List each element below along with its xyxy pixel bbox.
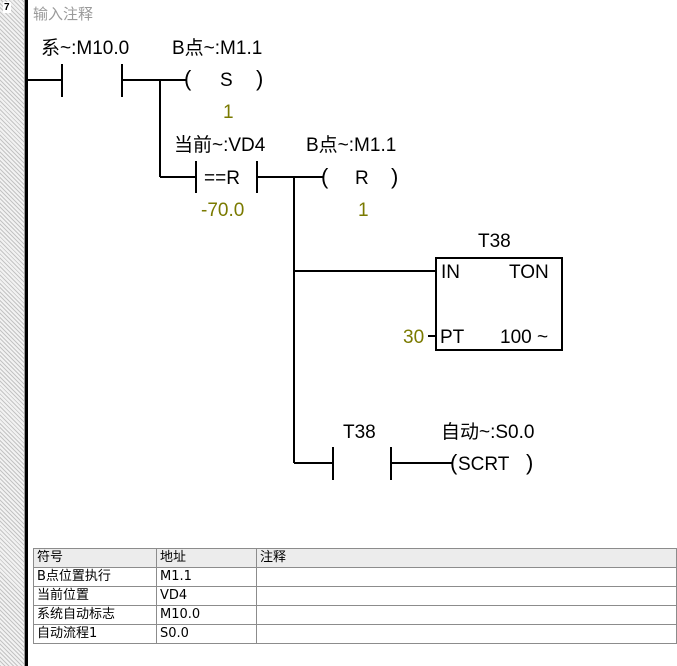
t38-contact-symbol: T38: [343, 422, 376, 443]
contact-sys-auto[interactable]: [56, 62, 128, 99]
network-comment[interactable]: 输入注释: [33, 5, 94, 23]
timer-in-label: IN: [441, 262, 460, 283]
coil-left-paren: (: [321, 164, 329, 189]
coil-left-paren: (: [184, 66, 192, 91]
cell-comment[interactable]: [256, 586, 677, 606]
contact2-symbol: B点~:M1.1: [172, 37, 262, 59]
timer-pt-value: 30: [403, 327, 424, 348]
network-gutter: 7: [0, 0, 25, 666]
scrt-coil-label: SCRT: [458, 454, 510, 475]
coil-right-paren: ): [391, 164, 398, 189]
compare-op[interactable]: ==R: [204, 168, 240, 189]
set-coil[interactable]: ( S ): [184, 66, 263, 91]
scrt-coil-symbol: 自动~:S0.0: [441, 421, 534, 443]
symbol-table: 符号 地址 注释 B点位置执行 M1.1 当前位置 VD4 系统自动标志 M10…: [33, 548, 677, 644]
cell-address[interactable]: VD4: [156, 586, 257, 606]
coil-left-paren: (: [450, 450, 458, 475]
table-row[interactable]: 当前位置 VD4: [33, 586, 677, 606]
table-row[interactable]: B点位置执行 M1.1: [33, 567, 677, 587]
reset-coil[interactable]: ( R ): [321, 164, 398, 189]
cell-comment[interactable]: [256, 624, 677, 644]
table-row[interactable]: 系统自动标志 M10.0: [33, 605, 677, 625]
compare-value: -70.0: [201, 200, 244, 221]
cell-address[interactable]: M1.1: [156, 567, 257, 587]
header-address[interactable]: 地址: [156, 548, 257, 568]
cell-comment[interactable]: [256, 605, 677, 625]
scrt-coil[interactable]: ( SCRT ): [450, 450, 533, 475]
cell-comment[interactable]: [256, 567, 677, 587]
reset-coil-symbol: B点~:M1.1: [306, 134, 396, 156]
cell-symbol[interactable]: B点位置执行: [33, 567, 157, 587]
cell-address[interactable]: S0.0: [156, 624, 257, 644]
symbol-table-header: 符号 地址 注释: [33, 548, 677, 568]
t38-contact[interactable]: [328, 445, 396, 482]
timer-resolution: 100 ~: [500, 327, 548, 348]
reset-coil-label: R: [355, 168, 369, 189]
cell-symbol[interactable]: 当前位置: [33, 586, 157, 606]
compare-operand: 当前~:VD4: [174, 134, 266, 156]
ladder-diagram: 系~:M10.0 B点~:M1.1 ( S ) 1 当前~:VD4 ==R -7…: [27, 37, 563, 482]
timer-name: T38: [478, 231, 511, 252]
header-comment[interactable]: 注释: [256, 548, 677, 568]
reset-coil-count: 1: [358, 200, 369, 221]
coil-right-paren: ): [526, 450, 533, 475]
timer-box[interactable]: [435, 257, 563, 351]
header-symbol[interactable]: 符号: [33, 548, 157, 568]
timer-pt-label: PT: [440, 327, 465, 348]
coil-right-paren: ): [256, 66, 263, 91]
cell-address[interactable]: M10.0: [156, 605, 257, 625]
set-coil-count: 1: [223, 102, 234, 123]
cell-symbol[interactable]: 自动流程1: [33, 624, 157, 644]
set-coil-label: S: [220, 70, 233, 91]
timer-type: TON: [509, 262, 549, 283]
cell-symbol[interactable]: 系统自动标志: [33, 605, 157, 625]
ladder-wires: [27, 64, 453, 480]
power-rail: [25, 0, 28, 666]
network-number: 7: [3, 2, 11, 13]
table-row[interactable]: 自动流程1 S0.0: [33, 624, 677, 644]
contact1-symbol: 系~:M10.0: [41, 37, 129, 59]
